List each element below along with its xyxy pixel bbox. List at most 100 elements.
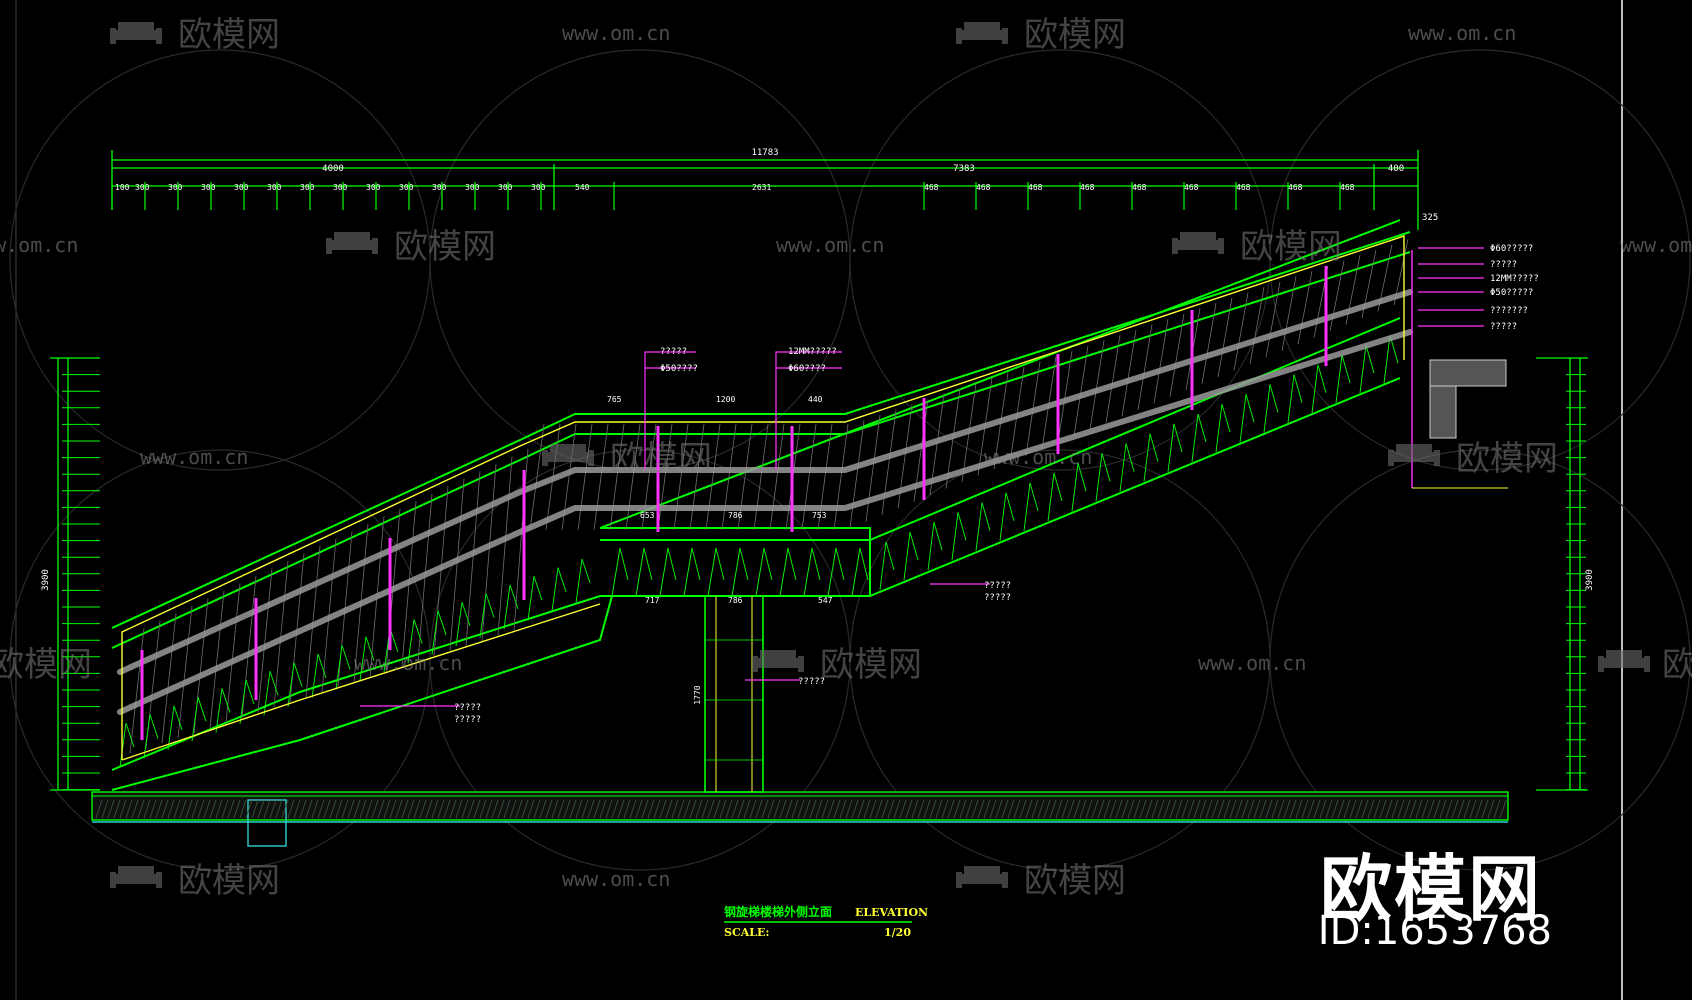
svg-text:300: 300 (300, 183, 315, 192)
svg-text:www.om.cn: www.om.cn (1408, 21, 1516, 45)
right-callouts: Φ60????? ????? 12MM????? Φ50????? ??????… (1490, 244, 1539, 332)
svg-text:717: 717 (645, 596, 660, 605)
landing-dims: 765 1200 440 717 786 547 653 786 753 (607, 395, 833, 605)
svg-text:468: 468 (1028, 183, 1043, 192)
sofa-logo-icon (752, 650, 804, 672)
left-step-dims: 100 300 300 300 300 300 300 300 300 300 … (115, 183, 546, 192)
svg-text:www.om.cn: www.om.cn (776, 233, 884, 257)
sofa-logo-icon (956, 866, 1008, 888)
svg-text:欧模网: 欧模网 (1240, 227, 1342, 267)
svg-text:468: 468 (1288, 183, 1303, 192)
dim-right-span: 7383 (953, 164, 975, 174)
svg-text:www.om.cn: www.om.cn (140, 445, 248, 469)
watermarks: 欧模网 www.om.cn 欧模网 www.om.cn www.om.cn 欧模… (0, 15, 1692, 901)
svg-text:www.om.cn: www.om.cn (562, 867, 670, 891)
svg-text:468: 468 (1132, 183, 1147, 192)
top-dimension-ticks (111, 182, 1341, 210)
svg-text:300: 300 (366, 183, 381, 192)
svg-text:300: 300 (498, 183, 513, 192)
sofa-logo-icon (542, 444, 594, 466)
baluster-posts (140, 266, 1328, 740)
svg-text:www.om.cn: www.om.cn (562, 21, 670, 45)
dim-top-right: 325 (1422, 213, 1438, 223)
svg-text:www.om.cn: www.om.cn (354, 651, 462, 675)
svg-text:786: 786 (728, 511, 743, 520)
sofa-logo-icon (110, 866, 162, 888)
title-en: ELEVATION (855, 906, 928, 919)
wall-section (1411, 250, 1508, 489)
sofa-logo-icon (110, 22, 162, 44)
svg-text:Φ60????: Φ60???? (788, 364, 826, 374)
right-height-ticks (1566, 357, 1586, 791)
svg-text:786: 786 (728, 596, 743, 605)
svg-text:468: 468 (924, 183, 939, 192)
svg-text:?????: ????? (984, 593, 1011, 603)
title-cn: 钢旋梯楼梯外侧立面 (724, 904, 832, 919)
svg-text:欧模网: 欧模网 (820, 645, 922, 685)
sofa-logo-icon (1598, 650, 1650, 672)
svg-text:2631: 2631 (752, 183, 771, 192)
svg-text:300: 300 (135, 183, 150, 192)
support-column (704, 595, 764, 793)
svg-text:468: 468 (1236, 183, 1251, 192)
glass-outline (121, 235, 1405, 761)
svg-text:欧模网: 欧模网 (394, 227, 496, 267)
svg-text:468: 468 (1080, 183, 1095, 192)
dim-post-height: 1770 (693, 685, 702, 704)
svg-text:540: 540 (575, 183, 590, 192)
svg-text:?????: ????? (660, 347, 687, 357)
svg-text:468: 468 (976, 183, 991, 192)
corner-brand-watermark: 欧模网 (1319, 847, 1542, 931)
svg-text:www.om.cn: www.om.cn (0, 233, 78, 257)
dim-overall: 11783 (751, 148, 778, 158)
mid-callouts: ????? Φ50???? 12MM????? Φ60???? ????? ??… (454, 347, 1011, 725)
svg-text:468: 468 (1340, 183, 1355, 192)
footing (247, 799, 287, 847)
svg-text:468: 468 (1184, 183, 1199, 192)
svg-text:欧模网: 欧模网 (1024, 15, 1126, 55)
glass-panel-hatch (129, 239, 1409, 754)
svg-text:1200: 1200 (716, 395, 735, 404)
svg-text:Φ50?????: Φ50????? (1490, 288, 1533, 298)
sofa-logo-icon (1388, 444, 1440, 466)
svg-text:300: 300 (267, 183, 282, 192)
sofa-logo-icon (1172, 232, 1224, 254)
ground-slab (91, 791, 1509, 847)
svg-text:?????: ????? (454, 703, 481, 713)
svg-text:440: 440 (808, 395, 823, 404)
svg-text:300: 300 (399, 183, 414, 192)
corner-id-watermark: ID:1653768 (1317, 908, 1552, 954)
left-height-ticks (62, 357, 100, 791)
svg-text:300: 300 (465, 183, 480, 192)
svg-text:欧模网: 欧模网 (178, 15, 280, 55)
drawing-title-block: 钢旋梯楼梯外侧立面 ELEVATION SCALE: 1/20 (724, 904, 928, 939)
svg-text:欧模网: 欧模网 (1456, 439, 1558, 479)
ground-hatch (95, 799, 1507, 819)
svg-text:Φ60?????: Φ60????? (1490, 244, 1533, 254)
svg-text:12MM?????: 12MM????? (788, 347, 837, 357)
svg-text:www.om.cn: www.om.cn (1620, 233, 1692, 257)
svg-text:300: 300 (234, 183, 249, 192)
dim-right-height: 3900 (1585, 569, 1595, 591)
svg-text:300: 300 (201, 183, 216, 192)
svg-text:12MM?????: 12MM????? (1490, 274, 1539, 284)
svg-text:300: 300 (168, 183, 183, 192)
scale-value: 1/20 (884, 926, 911, 939)
dim-end-span: 400 (1388, 164, 1404, 174)
svg-text:欧模网: 欧模网 (0, 645, 92, 685)
svg-text:300: 300 (333, 183, 348, 192)
svg-text:653: 653 (640, 511, 655, 520)
svg-text:?????: ????? (984, 581, 1011, 591)
svg-text:???????: ??????? (1490, 306, 1528, 316)
svg-text:www.om.cn: www.om.cn (984, 445, 1092, 469)
svg-text:www.om.cn: www.om.cn (1198, 651, 1306, 675)
svg-text:欧模网: 欧模网 (1662, 645, 1692, 685)
svg-text:?????: ????? (798, 677, 825, 687)
dim-left-span: 4000 (322, 164, 344, 174)
svg-text:547: 547 (818, 596, 833, 605)
stair-treads (119, 335, 1399, 768)
right-step-dims: 468 468 468 468 468 468 468 468 468 (924, 183, 1355, 192)
scale-label: SCALE: (724, 926, 769, 939)
svg-text:765: 765 (607, 395, 622, 404)
